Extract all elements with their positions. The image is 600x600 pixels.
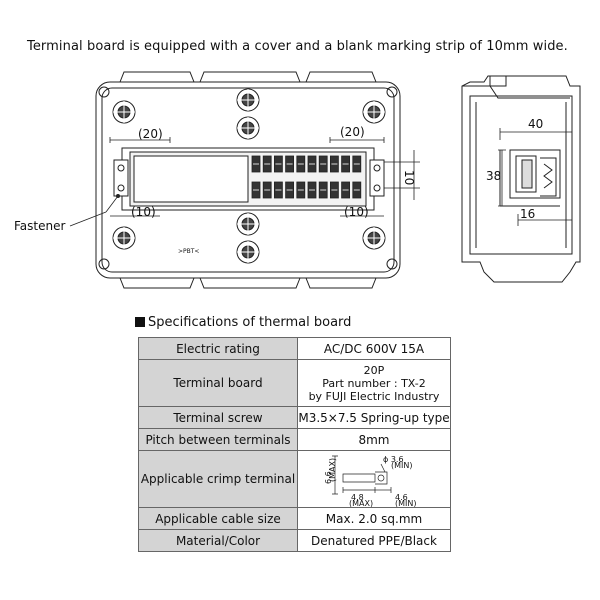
value-line: 20P — [363, 363, 385, 377]
row-label: Material/Color — [138, 529, 298, 552]
marking-strip — [133, 155, 249, 203]
fastener-left — [113, 159, 129, 197]
row-label: Terminal board — [138, 359, 298, 407]
crimp-v-dim: 6.6 — [324, 471, 333, 484]
dim-left-top: (20) — [138, 127, 163, 141]
crimp-a: 4.8 — [351, 493, 364, 502]
row-label: Applicable crimp terminal — [138, 450, 298, 508]
table-row: Terminal screw M3.5×7.5 Spring-up type — [138, 406, 451, 429]
row-label: Applicable cable size — [138, 507, 298, 530]
row-value: M3.5×7.5 Spring-up type — [297, 406, 451, 429]
table-row: Electric rating AC/DC 600V 15A — [138, 337, 451, 360]
fastener-right — [369, 159, 385, 197]
row-value: Max. 2.0 sq.mm — [297, 507, 451, 530]
row-value: AC/DC 600V 15A — [297, 337, 451, 360]
crimp-terminal-cell: 6.6 (MAX) ϕ 3.6 (MIN) 4.8 (MAX) 4.6 (MIN… — [297, 450, 451, 508]
row-value: 20P Part number : TX-2 by FUJI Electric … — [297, 359, 451, 407]
square-bullet-icon — [135, 317, 145, 327]
spec-title-text: Specifications of thermal board — [148, 315, 352, 330]
table-row: Pitch between terminals 8mm — [138, 428, 451, 451]
terminal-screws — [251, 155, 362, 199]
dim-right-bottom: (10) — [344, 205, 369, 219]
table-row: Applicable cable size Max. 2.0 sq.mm — [138, 507, 451, 530]
value-line: Part number : TX-2 — [322, 376, 426, 390]
side-housing — [461, 75, 581, 283]
headline: Terminal board is equipped with a cover … — [27, 39, 568, 54]
row-value: Denatured PPE/Black — [297, 529, 451, 552]
row-value: 8mm — [297, 428, 451, 451]
dim-height: 10 — [402, 170, 416, 185]
table-row: Material/Color Denatured PPE/Black — [138, 529, 451, 552]
table-row: Applicable crimp terminal 6.6 (MAX) ϕ 3.… — [138, 450, 451, 508]
spec-table: Electric rating AC/DC 600V 15A Terminal … — [138, 337, 451, 552]
spec-title: Specifications of thermal board — [135, 315, 351, 330]
mold-mark: >PBT< — [178, 248, 199, 255]
terminal-block-section — [509, 149, 561, 199]
crimp-a-note: (MAX) — [349, 499, 373, 507]
dim-left-bottom: (10) — [131, 205, 156, 219]
side-dim-lower: 16 — [520, 207, 535, 221]
row-label: Pitch between terminals — [138, 428, 298, 451]
front-view-drawing: (20) (20) (10) (10) 10 Fastener >PBT< — [14, 71, 420, 289]
table-row: Terminal board 20P Part number : TX-2 by… — [138, 359, 451, 407]
crimp-v-note: (MAX) — [328, 457, 337, 481]
fastener-label: Fastener — [14, 219, 65, 233]
value-line: by FUJI Electric Industry — [308, 389, 440, 403]
crimp-b: 4.6 — [395, 493, 408, 502]
crimp-b-note: (MIN) — [395, 499, 417, 507]
screw-bosses — [112, 88, 386, 264]
dim-right-top: (20) — [340, 125, 365, 139]
row-label: Terminal screw — [138, 406, 298, 429]
row-label: Electric rating — [138, 337, 298, 360]
crimp-phi-note: (MIN) — [391, 461, 413, 470]
side-dim-width: 40 — [528, 117, 543, 131]
enclosure-outline — [95, 81, 401, 279]
side-dim-height: 38 — [486, 169, 501, 183]
crimp-terminal-diagram: 6.6 (MAX) ϕ 3.6 (MIN) 4.8 (MAX) 4.6 (MIN… — [324, 455, 417, 507]
crimp-phi: ϕ 3.6 — [383, 455, 404, 464]
side-view-drawing: 40 38 16 — [461, 75, 581, 283]
